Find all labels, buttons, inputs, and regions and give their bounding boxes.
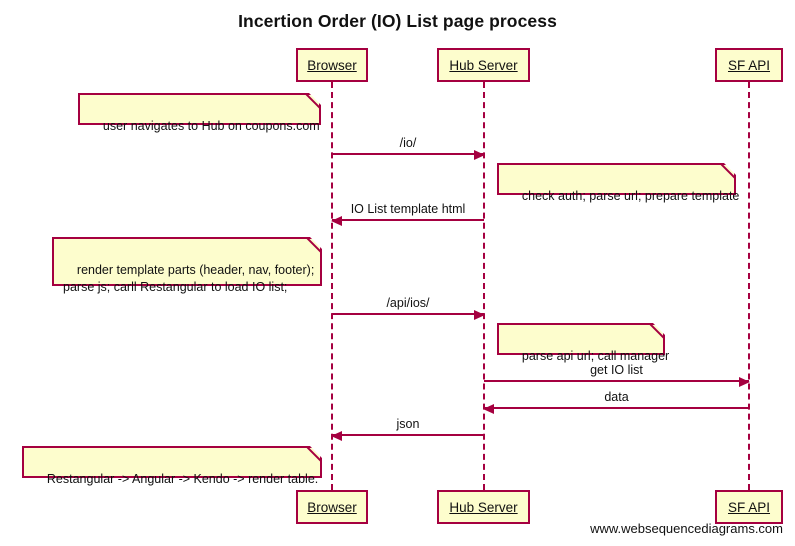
participant-browser-bottom[interactable]: Browser: [296, 490, 368, 524]
lifeline-sf-api: [748, 82, 750, 490]
message-api-ios-label: /api/ios/: [386, 296, 430, 310]
note-restangular-chain: Restangular -> Angular -> Kendo -> rende…: [22, 446, 322, 486]
participant-label: Browser: [307, 499, 357, 515]
note-fold-icon: [310, 446, 322, 458]
arrowhead-left-icon: [331, 216, 342, 226]
participant-browser-top[interactable]: Browser: [296, 48, 368, 82]
participant-sf-api-top[interactable]: SF API: [715, 48, 783, 82]
participant-label: SF API: [727, 57, 771, 73]
participant-label: SF API: [727, 499, 771, 515]
message-json-line: [331, 431, 484, 441]
arrowhead-left-icon: [331, 431, 342, 441]
message-data-line: [483, 404, 749, 414]
diagram-title: Incertion Order (IO) List page process: [238, 11, 557, 31]
arrowhead-left-icon: [483, 404, 494, 414]
note-fold-icon: [724, 163, 736, 175]
message-io-line: [332, 150, 485, 160]
message-get-io-list-label: get IO list: [590, 363, 643, 377]
lifeline-browser: [331, 82, 333, 490]
lifeline-hub-server: [483, 82, 485, 490]
message-api-ios-line: [332, 310, 485, 320]
arrowhead-right-icon: [474, 310, 485, 320]
note-parse-api-url: parse api url; call manager: [497, 323, 669, 363]
participant-label: Hub Server: [449, 57, 518, 73]
participant-sf-api-bottom[interactable]: SF API: [715, 490, 783, 524]
note-text: user navigates to Hub on coupons.com: [102, 119, 320, 133]
note-user-navigates: user navigates to Hub on coupons.com: [78, 93, 321, 133]
note-text: check auth; parse url; prepare template: [521, 189, 740, 203]
message-io-list-template-html-label: IO List template html: [350, 202, 466, 216]
message-data-label: data: [604, 390, 629, 404]
note-check-auth: check auth; parse url; prepare template: [497, 163, 739, 203]
arrowhead-right-icon: [739, 377, 750, 387]
arrowhead-right-icon: [474, 150, 485, 160]
note-text: render template parts (header, nav, foot…: [63, 263, 315, 294]
message-io-list-template-html-line: [331, 216, 484, 226]
participant-hub-server-bottom[interactable]: Hub Server: [437, 490, 530, 524]
message-json-label: json: [396, 417, 420, 431]
participant-hub-server-top[interactable]: Hub Server: [437, 48, 530, 82]
message-io-label: /io/: [399, 136, 417, 150]
participant-label: Browser: [307, 57, 357, 73]
note-text: parse api url; call manager: [521, 349, 670, 363]
note-fold-icon: [309, 93, 321, 105]
note-render-template: render template parts (header, nav, foot…: [52, 237, 322, 294]
note-text: Restangular -> Angular -> Kendo -> rende…: [46, 472, 319, 486]
note-fold-icon: [653, 323, 665, 335]
note-fold-icon: [310, 237, 322, 249]
footer-credit: www.websequencediagrams.com: [590, 521, 783, 536]
participant-label: Hub Server: [449, 499, 518, 515]
message-get-io-list-line: [484, 377, 750, 387]
